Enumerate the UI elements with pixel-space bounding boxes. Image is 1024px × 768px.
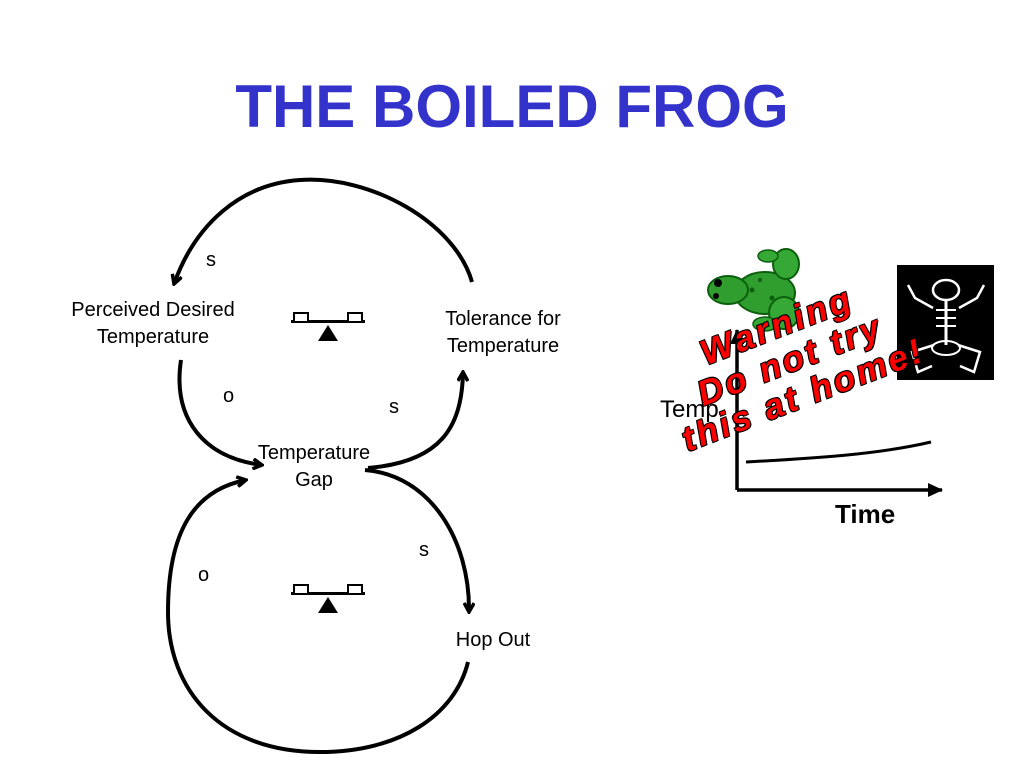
arrow-gap-to-hop-out (364, 468, 469, 612)
arrow-gap-to-tolerance (367, 372, 463, 470)
green-frog-icon (707, 248, 800, 332)
graph-y-label: Temp (660, 396, 719, 423)
node-temperature-gap: Temperature Gap (247, 440, 381, 494)
polarity-hop-out-to-gap: o (198, 564, 210, 586)
graph-temperature-curve (745, 440, 932, 464)
node-tolerance-for-temperature: Tolerance for Temperature (428, 306, 578, 360)
slide-title: THE BOILED FROG (235, 73, 789, 140)
node-line: Perceived Desired (71, 299, 235, 321)
arrow-hop-out-to-gap (165, 480, 470, 755)
frog-skeleton-icon (897, 265, 994, 380)
arrow-tolerance-to-perceived (174, 177, 474, 284)
node-line: Tolerance for (445, 308, 561, 330)
balance-scale-icon (291, 584, 365, 613)
polarity-gap-to-hop-out: s (419, 539, 429, 561)
polarity-gap-to-tolerance: s (389, 396, 399, 418)
balance-scale-icon (291, 312, 365, 341)
node-hop-out: Hop Out (455, 629, 531, 651)
node-line: Temperature (257, 442, 371, 464)
node-line: Gap (295, 469, 333, 491)
polarity-tolerance-to-perceived: s (206, 249, 216, 271)
arrow-perceived-to-gap (177, 359, 262, 465)
polarity-perceived-to-gap: o (223, 385, 235, 407)
node-line: Temperature (96, 326, 210, 348)
node-line: Temperature (446, 335, 560, 357)
graph-x-label: Time (835, 499, 896, 529)
node-perceived-desired-temperature: Perceived Desired Temperature (60, 297, 246, 351)
